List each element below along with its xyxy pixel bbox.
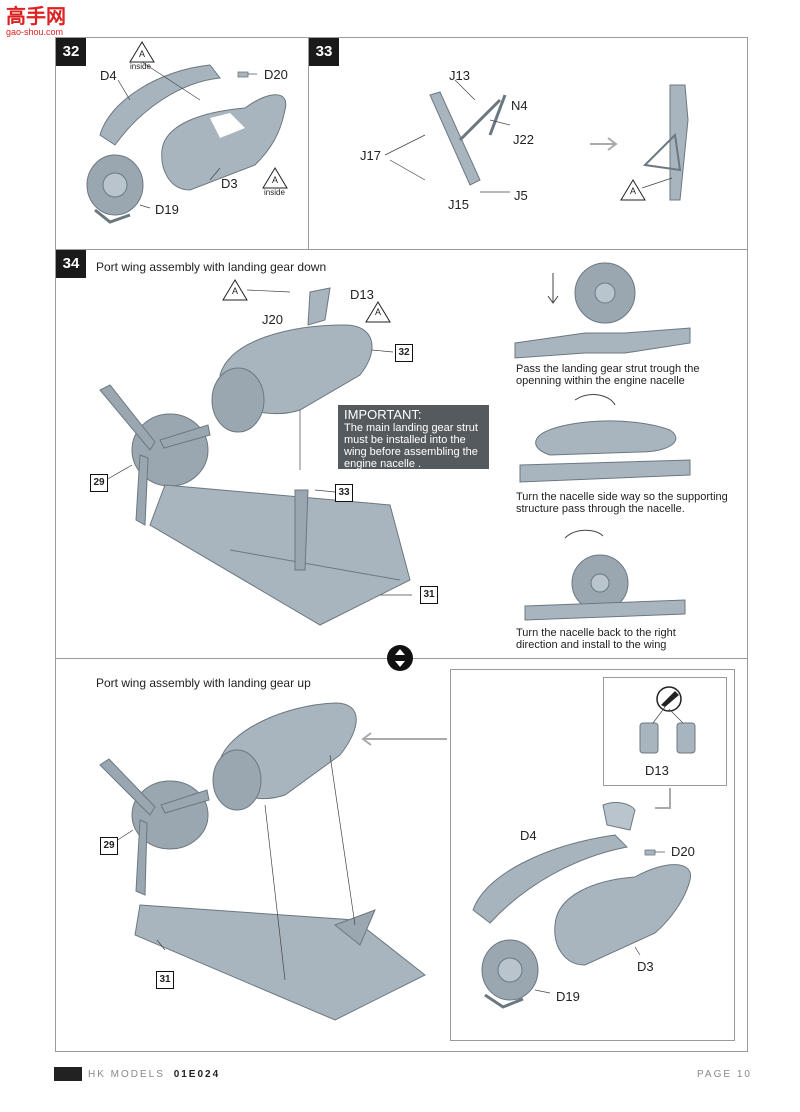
important-line-2: must be installed into the (344, 434, 466, 446)
step-32-warning-a2: A (271, 175, 278, 185)
part-label-j15: J15 (448, 197, 469, 212)
step-33-illustration (384, 79, 689, 201)
part-label-n4: N4 (511, 98, 528, 113)
instruction-1: Pass the landing gear strut trough the o… (516, 363, 699, 387)
instruction-illustration-3 (524, 529, 686, 621)
instruction-1-line-1: Pass the landing gear strut trough the (516, 363, 700, 375)
step-33-warning-a: A (629, 186, 636, 196)
part-label-j17: J17 (360, 148, 381, 163)
step-32-illustration (86, 41, 288, 224)
instruction-3-line-2: direction and install to the wing (516, 639, 667, 651)
ref-step-31: 31 (420, 586, 438, 604)
part-label-d20: D20 (264, 67, 288, 82)
inset-label-d13: D13 (645, 763, 669, 778)
watermark-logo: 高手网 gao-shou.com (6, 6, 76, 38)
step-34-main-illustration (99, 279, 412, 626)
step-32-warning-a: A (138, 49, 145, 59)
page-frame (55, 37, 748, 1052)
inset-label-d19: D19 (556, 989, 580, 1004)
watermark-url: gao-shou.com (6, 27, 64, 37)
part-label-d4: D4 (100, 68, 117, 83)
step-34-warning-a2: A (374, 307, 381, 317)
inset-illustration (472, 686, 696, 1009)
step-34-warning-a1: A (231, 286, 238, 296)
part-label-j20: J20 (262, 312, 283, 327)
footer-code: 01E024 (173, 1069, 221, 1080)
ref-step-32: 32 (395, 344, 413, 362)
instruction-3-line-1: Turn the nacelle back to the right (516, 627, 676, 639)
watermark-title: 高手网 (6, 6, 66, 28)
important-line-3: wing before assembling the (344, 446, 478, 458)
instruction-illustration-1 (514, 262, 691, 359)
alternate-option-icon (387, 645, 413, 671)
footer-brand: HK MODELS 01E024 (88, 1069, 220, 1080)
important-line-4: engine nacelle . (344, 458, 422, 470)
ref-step-31-up: 31 (156, 971, 174, 989)
gear-up-illustration (99, 702, 447, 1021)
hk-logo (54, 1067, 82, 1081)
ref-step-29-up: 29 (100, 837, 118, 855)
instruction-3: Turn the nacelle back to the right direc… (516, 627, 676, 651)
part-label-d3: D3 (221, 176, 238, 191)
step-32-warning-inside: inside (130, 62, 151, 71)
important-head: IMPORTANT: (344, 407, 422, 422)
step-34-number: 34 (56, 250, 86, 278)
important-line-1: The main landing gear strut (344, 422, 478, 434)
important-note: IMPORTANT: The main landing gear strut m… (338, 405, 489, 470)
footer-brand-name: HK MODELS (88, 1069, 165, 1080)
inset-label-d4: D4 (520, 828, 537, 843)
instruction-2-line-1: Turn the nacelle side way so the support… (516, 491, 728, 503)
footer-page: PAGE 10 (697, 1069, 752, 1080)
instruction-2-line-2: structure pass through the nacelle. (516, 503, 685, 515)
step-33-number: 33 (309, 38, 339, 66)
part-label-j13: J13 (449, 68, 470, 83)
divider-top (55, 249, 748, 250)
step-32-warning-inside2: inside (264, 188, 285, 197)
inset-label-d3: D3 (637, 959, 654, 974)
step-34-title-up: Port wing assembly with landing gear up (96, 676, 311, 690)
part-label-d19: D19 (155, 202, 179, 217)
ref-step-29: 29 (90, 474, 108, 492)
instruction-illustration-2 (519, 394, 691, 483)
part-label-j5: J5 (514, 188, 528, 203)
step-34-title-down: Port wing assembly with landing gear dow… (96, 260, 327, 274)
instruction-1-line-2: openning within the engine nacelle (516, 375, 685, 387)
part-label-j22: J22 (513, 132, 534, 147)
inset-label-d20: D20 (671, 844, 695, 859)
step-32-number: 32 (56, 38, 86, 66)
part-label-d13: D13 (350, 287, 374, 302)
inset-frame (450, 669, 735, 1041)
ref-step-33: 33 (335, 484, 353, 502)
inset-d13-frame (603, 677, 727, 786)
divider-32-33 (308, 37, 309, 249)
instruction-2: Turn the nacelle side way so the support… (516, 491, 728, 515)
